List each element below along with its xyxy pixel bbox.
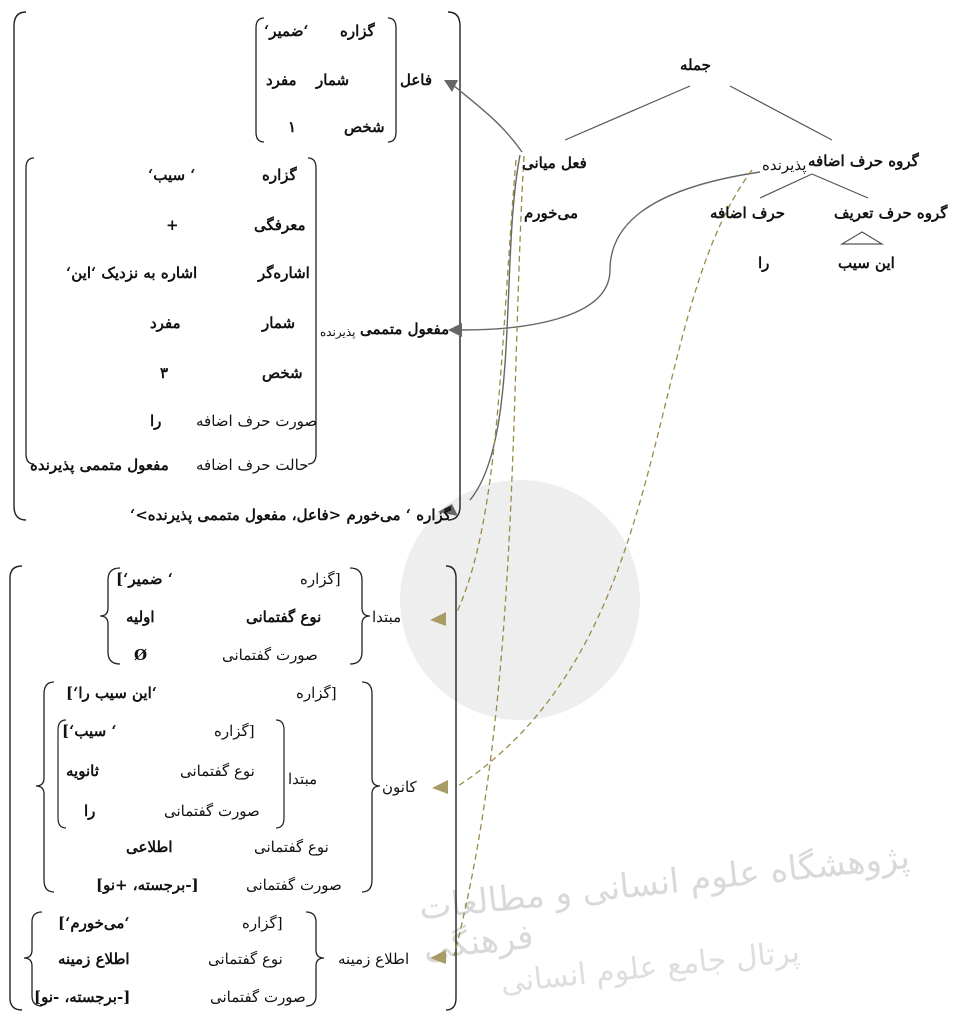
dashed-to-bg — [453, 155, 525, 957]
tree-det-word: این سیب — [838, 254, 895, 272]
obj-left-bracket — [25, 157, 35, 465]
fs-obj-pers-attr: شخص — [262, 364, 303, 382]
focus-left-brace — [35, 681, 55, 893]
fs-obj-pred-attr: گزاره — [262, 166, 297, 184]
inner-left-bracket — [57, 719, 67, 829]
fs-obj-dem-val: اشاره به نزدیک ‘این‘ — [66, 264, 198, 282]
tree-edge-root-verb — [564, 85, 691, 141]
arrowhead-focus — [432, 780, 448, 794]
fstruct-right-bracket — [447, 11, 461, 521]
istruct-left-bracket — [9, 565, 23, 1011]
tree-prep-node: حرف اضافه — [710, 204, 786, 222]
fs-obj-pred-val: ‘ سیب‘ — [148, 166, 196, 184]
is-topic-dform-attr: صورت گفتمانی — [222, 646, 318, 664]
bg-right-brace — [305, 911, 325, 1007]
is-topic-label: مبتدا — [372, 608, 402, 626]
is-topic-dtype-val: اولیه — [126, 608, 155, 626]
tree-edge-root-pp — [729, 85, 833, 141]
tree-det-node: گروه حرف تعریف — [834, 204, 948, 222]
topic-right-brace — [349, 567, 371, 665]
fs-obj-pcase-attr: حالت حرف اضافه — [196, 456, 309, 474]
is-inner-pred-attr: [گزاره — [214, 722, 255, 740]
tree-prep-word: را — [758, 254, 770, 272]
is-bg-label: اطلاع زمینه — [338, 950, 410, 968]
focus-right-brace — [361, 681, 381, 893]
is-focus-dtype-attr: نوع گفتمانی — [254, 838, 329, 856]
is-bg-dform-attr: صورت گفتمانی — [210, 988, 306, 1006]
fs-subj-pers-val: ۱ — [288, 118, 297, 136]
fs-obj-num-val: مفرد — [150, 314, 181, 332]
fs-obj-sub: پذیرنده — [320, 325, 356, 339]
arrowhead-topic — [430, 612, 446, 626]
fs-obj-label: مفعول متممی — [360, 320, 450, 338]
fs-subj-num-val: مفرد — [266, 71, 297, 89]
dashed-to-topic — [455, 159, 517, 615]
is-topic-pred-val: ‘ ضمیر‘] — [116, 570, 173, 588]
is-inner-dtype-val: ثانویه — [66, 762, 99, 780]
watermark-emblem — [400, 480, 640, 720]
tree-edge-pp-prep — [759, 173, 813, 199]
is-inner-dform-val: را — [84, 802, 96, 820]
is-focus-label: کانون — [382, 778, 417, 796]
is-inner-dform-attr: صورت گفتمانی — [164, 802, 260, 820]
bg-left-brace — [23, 911, 43, 1007]
tree-verb-word: می‌خورم — [524, 204, 579, 222]
inner-right-bracket — [275, 719, 285, 829]
tree-verb-node: فعل میانی — [522, 154, 587, 172]
is-focus-pred-val: ‘این سیب را‘] — [66, 684, 157, 702]
fs-subj-pred-val: ‘ضمیر‘ — [264, 22, 309, 40]
fs-subj-pers-attr: شخص — [344, 118, 385, 136]
tree-triangle — [839, 231, 885, 245]
is-topic-dtype-attr: نوع گفتمانی — [246, 608, 322, 626]
fs-obj-def-attr: معرفگی — [254, 216, 306, 234]
fs-obj-def-val: + — [166, 216, 179, 234]
arrow-pp-to-obj — [461, 171, 761, 331]
subj-left-bracket — [255, 17, 265, 143]
is-focus-dform-attr: صورت گفتمانی — [246, 876, 342, 894]
is-bg-dform-val: [-برجسته، -نو] — [34, 988, 131, 1006]
is-topic-dform-val: Ø — [134, 646, 148, 664]
is-bg-pred-val: ‘می‌خورم‘] — [58, 914, 130, 932]
is-focus-dtype-val: اطلاعی — [126, 838, 173, 856]
is-inner-dtype-attr: نوع گفتمانی — [180, 762, 255, 780]
tree-pp-sub: پذیرنده — [762, 156, 807, 174]
is-focus-pred-attr: [گزاره — [296, 684, 337, 702]
arrowhead-bg — [430, 950, 446, 964]
arrow-verb-to-pred — [469, 154, 521, 501]
fs-obj-pform-attr: صورت حرف اضافه — [196, 412, 318, 430]
subj-right-bracket — [387, 17, 397, 143]
is-focus-dform-val: [-برجسته، +نو] — [96, 876, 199, 894]
fs-subj-num-attr: شمار — [316, 71, 350, 89]
tree-pp-node: گروه حرف اضافه — [808, 152, 919, 170]
tree-edge-pp-det — [811, 173, 869, 199]
fstruct-left-bracket — [13, 11, 27, 521]
is-inner-label: مبتدا — [288, 770, 318, 788]
fs-obj-num-attr: شمار — [262, 314, 296, 332]
fs-obj-dem-attr: اشاره‌گر — [258, 264, 310, 282]
arrowhead-pred — [438, 504, 458, 516]
is-bg-dtype-val: اطلاع زمینه — [58, 950, 130, 968]
is-bg-pred-attr: [گزاره — [242, 914, 283, 932]
fs-subj-label: فاعل — [400, 71, 433, 89]
fs-obj-pcase-val: مفعول متممی پذیرنده — [30, 456, 169, 474]
arrowhead-obj — [448, 323, 462, 337]
fs-subj-pred-attr: گزاره — [340, 22, 375, 40]
is-bg-dtype-attr: نوع گفتمانی — [208, 950, 283, 968]
arrowhead-subj — [444, 80, 458, 92]
tree-root: جمله — [680, 56, 711, 74]
fs-pred-line: گزاره ‘ می‌خورم <فاعل، مفعول متممی پذیرن… — [130, 506, 451, 524]
is-inner-pred-val: ‘ سیب‘] — [62, 722, 117, 740]
topic-left-brace — [99, 567, 121, 665]
fs-obj-pform-val: را — [150, 412, 162, 430]
arrow-verb-to-subj — [451, 83, 523, 153]
is-topic-pred-attr: [گزاره — [300, 570, 341, 588]
dashed-to-focus — [457, 169, 753, 787]
fs-obj-pers-val: ۳ — [160, 364, 169, 382]
obj-right-bracket — [307, 157, 317, 465]
istruct-right-bracket — [445, 565, 457, 1011]
